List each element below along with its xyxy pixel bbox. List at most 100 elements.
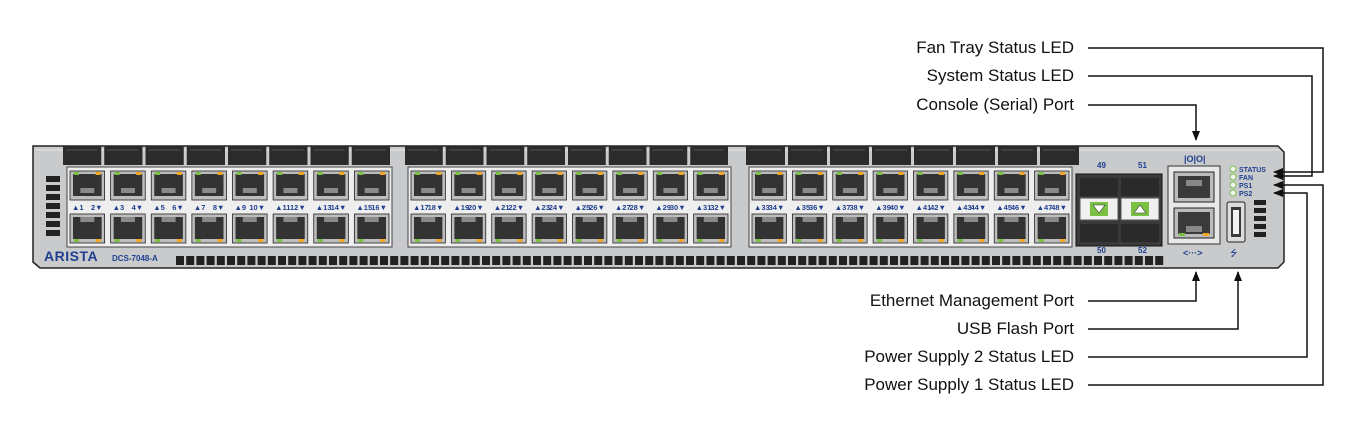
- bottom-vent-slot: [1063, 256, 1072, 265]
- rj45-jack: [316, 217, 346, 239]
- port-number-label: 4▼: [132, 203, 144, 212]
- port-led-amber: [380, 239, 385, 242]
- port-led-amber: [176, 239, 182, 242]
- rj45-clip: [324, 217, 339, 222]
- port-group-3: ▲3334▼▲3536▼▲3738▼▲3940▼▲4142▼▲4344▼▲454…: [748, 166, 1073, 248]
- bottom-vent-slot: [512, 256, 521, 265]
- top-vent-slot: [998, 146, 1037, 165]
- rj45-jack: [414, 174, 443, 196]
- rj45-jack: [696, 174, 725, 196]
- port-led-green: [114, 172, 120, 175]
- port-led-green: [616, 239, 622, 242]
- bottom-vent-slot: [461, 256, 470, 265]
- port-led-amber: [777, 172, 783, 175]
- port-number-label: ▲23: [534, 203, 550, 212]
- bottom-vent-slot: [1155, 256, 1164, 265]
- leader-fan-tray: [1088, 47, 1324, 176]
- port-number-label: 32▼: [710, 203, 726, 212]
- bottom-vent-slot: [930, 256, 939, 265]
- console-port[interactable]: [1173, 171, 1215, 203]
- rj45-jack: [575, 217, 604, 239]
- port-led-amber: [339, 172, 345, 175]
- port-number-label: 46▼: [1011, 203, 1027, 212]
- port-led-amber: [898, 239, 904, 242]
- bottom-vent-slot: [176, 256, 184, 265]
- port-number-label: 12▼: [290, 203, 306, 212]
- top-vent-slot: [746, 146, 785, 165]
- port-led-green: [957, 172, 963, 175]
- rj45-clip: [80, 188, 95, 193]
- bottom-vent-slot: [828, 256, 837, 265]
- rj45-clip: [501, 188, 516, 193]
- rj45-clip: [842, 188, 857, 193]
- top-vent-slot: [914, 146, 953, 165]
- port-number-label: ▲17: [413, 203, 429, 212]
- rj45-jack: [1037, 174, 1066, 196]
- sfp-label-52: 52: [1138, 246, 1147, 255]
- rj45-clip: [421, 217, 436, 222]
- rj45-clip: [1004, 217, 1019, 222]
- rj45-clip: [663, 188, 678, 193]
- rj45-clip: [923, 188, 938, 193]
- port-led-amber: [517, 239, 523, 242]
- bottom-vent-slot: [186, 256, 195, 265]
- rj45-jack: [615, 217, 645, 239]
- bottom-vent-slot: [380, 256, 388, 265]
- port-led-amber: [678, 172, 684, 175]
- bottom-vent-slot: [1053, 256, 1062, 265]
- leader-system-status: [1088, 75, 1313, 180]
- top-vent-slot: [830, 146, 869, 165]
- bottom-vent-slot: [696, 256, 705, 265]
- bottom-vent-slot: [441, 256, 450, 265]
- port-number-label: 10▼: [249, 203, 265, 212]
- rj45-jack: [795, 174, 824, 196]
- port-number-label: 20▼: [468, 203, 484, 212]
- rj45-clip: [802, 217, 817, 222]
- port-led-green: [576, 172, 582, 175]
- bottom-vent-slot: [339, 256, 348, 265]
- top-vent-slot: [872, 146, 911, 165]
- port-led-green: [74, 172, 79, 175]
- ethernet-management-port[interactable]: [1173, 207, 1215, 239]
- left-vent-slot: [46, 212, 60, 218]
- rj45-jack: [956, 174, 986, 196]
- bottom-vent-slot: [675, 256, 684, 265]
- bottom-vent-slot: [604, 256, 613, 265]
- bottom-vent-slot: [237, 256, 246, 265]
- port-number-label: ▲19: [453, 203, 469, 212]
- rj45-jack: [194, 174, 224, 196]
- rj45-clip: [883, 217, 898, 222]
- port-led-green: [917, 172, 923, 175]
- bottom-vent-slot: [686, 256, 694, 265]
- left-vent-column: [46, 176, 60, 236]
- rj45-jack: [656, 174, 685, 196]
- callout-power-supply-2-led: Power Supply 2 Status LED: [864, 347, 1074, 366]
- port-led-amber: [638, 239, 644, 242]
- rj45-clip: [663, 217, 678, 222]
- bottom-vent-slot: [257, 256, 266, 265]
- rj45-jack: [656, 217, 685, 239]
- port-number-label: ▲5: [153, 203, 165, 212]
- port-number-label: ▲13: [316, 203, 332, 212]
- bottom-vent-slot: [584, 256, 592, 265]
- port-led-green: [917, 239, 923, 242]
- port-led-green: [74, 239, 79, 242]
- top-vent-slot: [228, 146, 267, 165]
- port-led-green: [155, 172, 161, 175]
- callout-usb-flash-port: USB Flash Port: [956, 319, 1074, 338]
- rj45-clip: [120, 217, 135, 222]
- bottom-vent-slot: [920, 256, 929, 265]
- left-vent-slot: [46, 185, 60, 191]
- port-led-amber: [557, 172, 563, 175]
- bottom-vent-slot: [1134, 256, 1143, 265]
- port-led-amber: [979, 239, 985, 242]
- rj45-jack: [454, 217, 483, 239]
- bottom-vent-slot: [227, 256, 235, 265]
- port-led-green: [957, 239, 963, 242]
- bottom-vent-slot: [859, 256, 868, 265]
- rj45-clip: [964, 217, 979, 222]
- top-vent-slot: [956, 146, 995, 165]
- bottom-vent-slot: [624, 256, 633, 265]
- bottom-vent-slot: [767, 256, 776, 265]
- usb-flash-port[interactable]: [1226, 201, 1246, 243]
